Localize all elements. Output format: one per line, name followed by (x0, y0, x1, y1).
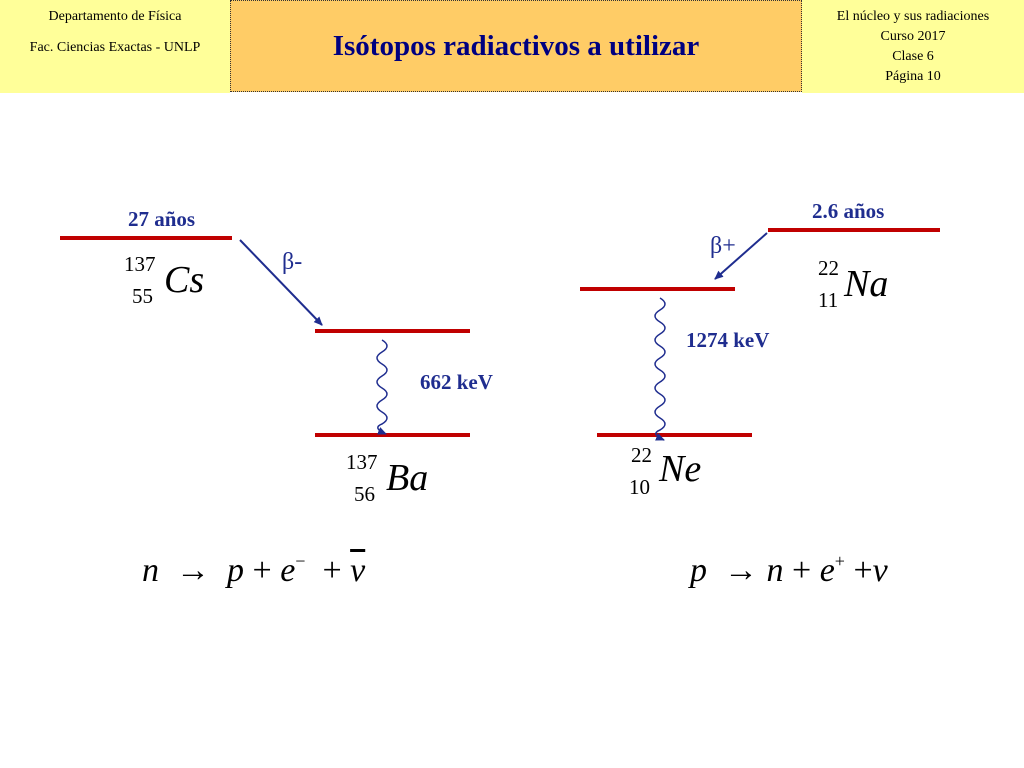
eq2-plus-2: + (853, 552, 873, 589)
cs137-mass-number: 137 (124, 252, 156, 276)
gamma-1274-label: 1274 keV (686, 328, 770, 352)
class-number-label: Clase 6 (892, 49, 934, 64)
beta-minus-arrow (239, 239, 323, 326)
ba137-symbol: Ba (386, 457, 429, 499)
beta-minus-label: β- (282, 249, 303, 275)
eq2-neutrino: ν (872, 552, 888, 589)
ba137-mass-number: 137 (346, 450, 378, 474)
na22-halflife-label: 2.6 años (812, 199, 885, 223)
eq2-plus-1: + (792, 552, 812, 589)
beta-minus-equation: n → p + e− + ν (142, 551, 365, 590)
eq2-positron: e (819, 552, 835, 589)
na22-mass-number: 22 (818, 256, 839, 280)
eq2-arrow: → (724, 552, 758, 589)
header-right-box: El núcleo y sus radiaciones Curso 2017 C… (802, 0, 1024, 93)
cs137-atomic-number: 55 (132, 284, 153, 308)
ne22-atomic-number: 10 (629, 475, 650, 499)
page-title: Isótopos radiactivos a utilizar (332, 29, 700, 62)
beta-plus-equation: p → n + e+ +ν (690, 551, 888, 590)
beta-plus-label: β+ (710, 233, 736, 259)
eq1-neutron: n (142, 552, 159, 589)
na22-atomic-number: 11 (818, 288, 839, 312)
ba137-atomic-number: 56 (354, 482, 375, 506)
na22-symbol: Na (844, 263, 889, 305)
course-year-label: Curso 2017 (880, 29, 946, 44)
faculty-label: Fac. Ciencias Exactas - UNLP (29, 40, 201, 55)
eq1-arrow: → (176, 552, 210, 589)
eq1-electron-charge: − (295, 551, 306, 571)
cs137-halflife-label: 27 años (128, 207, 196, 231)
ne22-mass-number: 22 (631, 443, 652, 467)
eq2-neutron: n (766, 552, 784, 589)
eq2-positron-charge: + (834, 551, 845, 571)
gamma-662-label: 662 keV (420, 370, 493, 394)
gamma-662-arrow (376, 339, 388, 435)
header-title-box: Isótopos radiactivos a utilizar (230, 0, 802, 92)
gamma-1274-arrow (654, 297, 666, 441)
department-label: Departamento de Física (48, 9, 182, 24)
beta-plus-arrow (714, 232, 768, 280)
ne22-symbol: Ne (659, 448, 702, 490)
eq1-electron: e (280, 552, 296, 589)
eq1-antineutrino: ν (350, 552, 366, 589)
cs137-symbol: Cs (164, 259, 205, 301)
header-left-box: Departamento de Física Fac. Ciencias Exa… (0, 0, 230, 93)
eq2-proton: p (690, 552, 707, 589)
eq1-proton: p (227, 552, 244, 589)
eq1-plus-1: + (252, 552, 272, 589)
course-topic-label: El núcleo y sus radiaciones (836, 9, 990, 24)
eq1-plus-2: + (322, 552, 342, 589)
page-number-label: Página 10 (885, 69, 941, 84)
